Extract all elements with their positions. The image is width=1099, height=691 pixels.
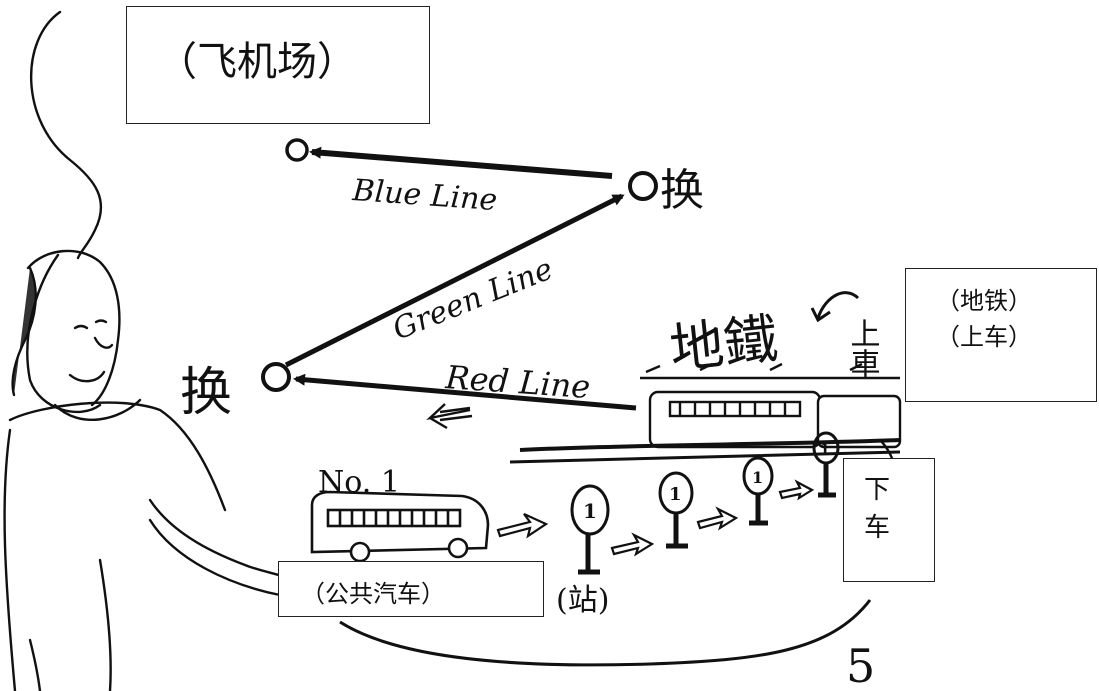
bus-stop-1: 1	[570, 484, 610, 575]
bus-label: （公共汽车）	[301, 580, 445, 608]
stop-number: 1	[752, 468, 763, 487]
blue-line-label: Blue Line	[350, 173, 498, 218]
get-off-label-line-1: 下	[864, 475, 891, 505]
subway-label-box: （地铁） （上车）	[905, 268, 1097, 402]
blue-line-arrow	[309, 146, 613, 179]
airport-label: （飞机场）	[157, 39, 357, 85]
get-off-label-line-2: 车	[864, 513, 891, 543]
bus	[310, 490, 490, 563]
person-figure	[3, 10, 294, 691]
subway-label: （地铁）	[936, 287, 1032, 315]
stop-arrows	[496, 479, 815, 557]
stop-number: 1	[583, 499, 597, 523]
subway-train	[509, 362, 902, 464]
bus-label-box: （公共汽车）	[278, 561, 544, 617]
curved-arrow-board	[816, 291, 860, 319]
bus-stop-2: 1	[658, 471, 694, 549]
red-line-arrow	[293, 373, 637, 411]
red-line-label: Red Line	[443, 358, 591, 406]
get-off-label-box: 下 车	[843, 458, 935, 582]
station-hand-label: (站)	[556, 583, 609, 618]
subway-hand-label: 地鐵	[667, 307, 781, 381]
page-number: 5	[846, 639, 875, 691]
stop-number: 1	[669, 484, 682, 505]
green-line-arrow	[284, 193, 625, 368]
board-hand-label: 上車	[845, 318, 880, 378]
airport-station	[285, 138, 309, 162]
hollow-arrow-left	[426, 403, 473, 430]
board-label: （上车）	[936, 323, 1032, 351]
transfer-label-top: 换	[660, 165, 704, 216]
stop-number: 1	[820, 442, 830, 458]
bus-stop-3: 1	[742, 456, 774, 526]
transfer-label-left: 换	[180, 363, 232, 423]
transfer-station-top	[628, 171, 658, 201]
ground-curve	[339, 599, 872, 667]
transfer-station-left	[261, 362, 291, 392]
airport-label-box: （飞机场）	[126, 6, 430, 124]
bus-stop-4: 1	[812, 431, 840, 498]
